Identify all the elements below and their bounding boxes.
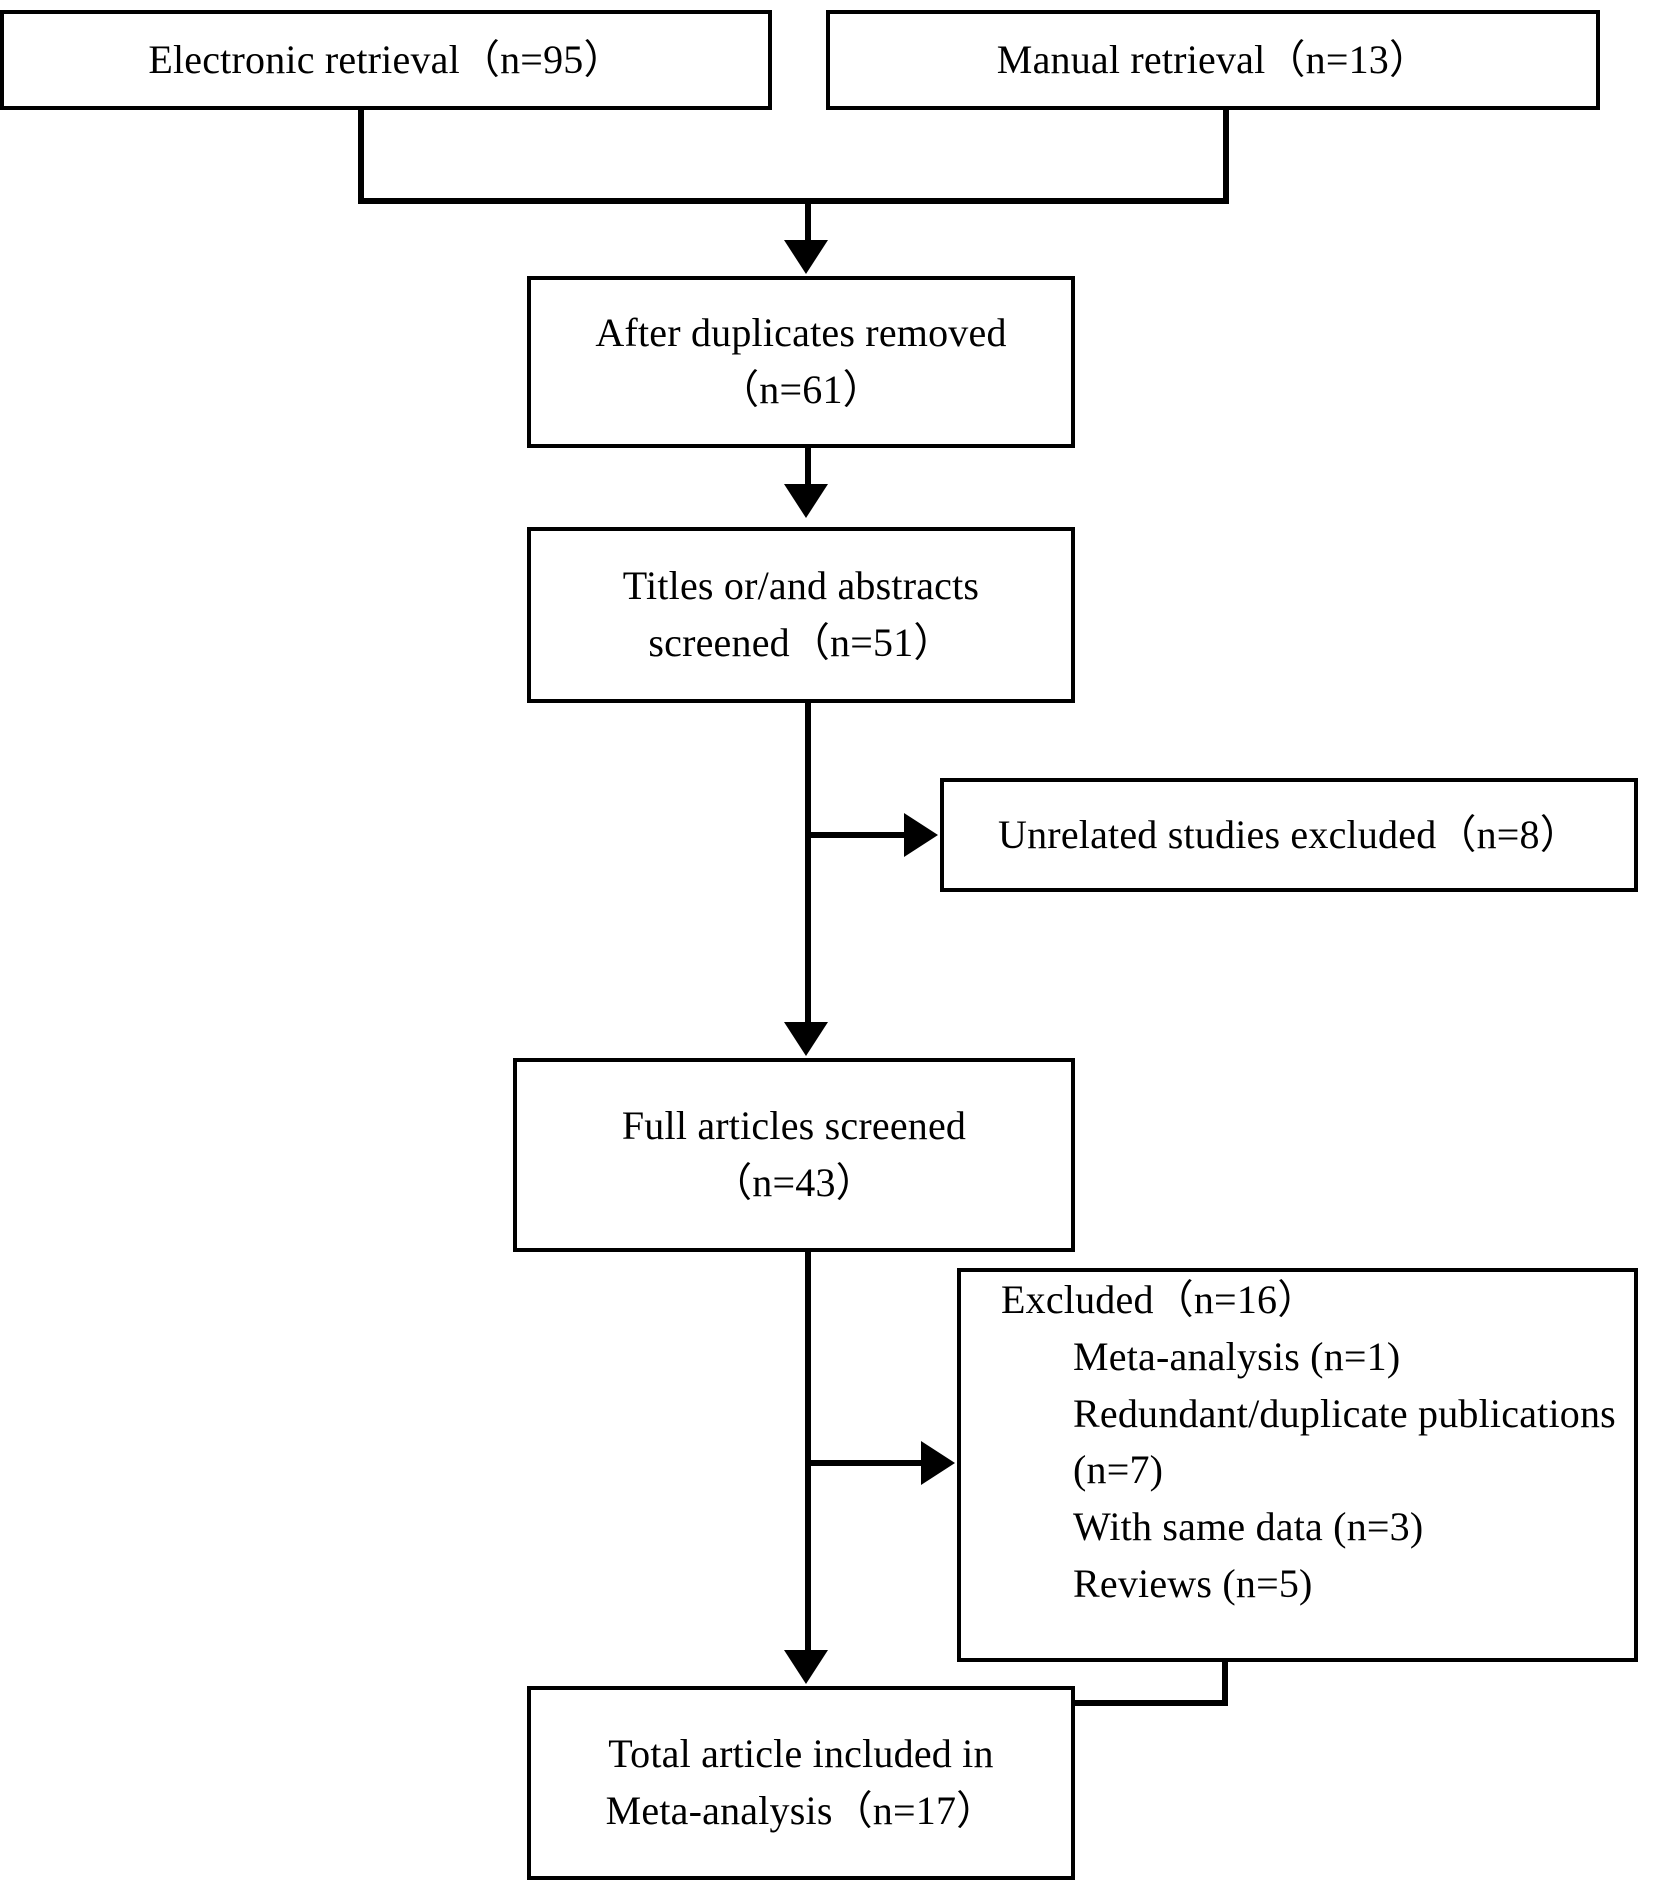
full-articles-line2: （n=43） <box>712 1160 876 1205</box>
excluded-meta-analysis-label: Meta-analysis (n=1) <box>1073 1333 1401 1379</box>
titles-abstracts-line2: screened（n=51） <box>648 620 954 665</box>
unrelated-excluded-label: Unrelated studies excluded（n=8） <box>998 811 1580 857</box>
manual-retrieval-label: Manual retrieval（n=13） <box>996 36 1430 82</box>
after-duplicates-line1: After duplicates removed <box>595 310 1007 356</box>
connector-merge-to-duplicates <box>805 198 811 242</box>
arrow-right-icon-to-excluded <box>921 1441 955 1485</box>
connector-full-articles-to-total <box>805 1252 811 1652</box>
excluded-total-label: Excluded（n=16） <box>1001 1277 1318 1322</box>
connector-excluded-return-horizontal <box>1075 1700 1228 1706</box>
arrow-down-icon-to-full-articles <box>784 1022 828 1056</box>
box-electronic-retrieval: Electronic retrieval（n=95） <box>0 10 772 110</box>
box-unrelated-studies-excluded: Unrelated studies excluded（n=8） <box>940 778 1638 892</box>
box-full-articles-screened: Full articles screened （n=43） <box>513 1058 1075 1252</box>
box-titles-abstracts-screened: Titles or/and abstracts screened（n=51） <box>527 527 1075 703</box>
arrow-down-icon-to-titles <box>784 484 828 518</box>
box-after-duplicates-removed: After duplicates removed （n=61） <box>527 276 1075 448</box>
total-included-line1: Total article included in <box>608 1731 994 1777</box>
excluded-redundant-duplicate-label: Redundant/duplicate publications <box>1073 1390 1616 1436</box>
connector-electronic-down <box>358 110 364 204</box>
total-included-line2: Meta-analysis（n=17） <box>605 1788 997 1833</box>
excluded-reviews-label: Reviews (n=5) <box>1073 1560 1313 1606</box>
arrow-down-icon-to-total <box>784 1650 828 1684</box>
after-duplicates-line2: （n=61） <box>719 367 883 412</box>
excluded-same-data-label: With same data (n=3) <box>1073 1504 1424 1550</box>
box-excluded-details: Excluded（n=16） Meta-analysis (n=1) Redun… <box>957 1268 1638 1662</box>
connector-merge-bar <box>358 198 1229 204</box>
titles-abstracts-line1: Titles or/and abstracts <box>622 563 980 609</box>
box-manual-retrieval: Manual retrieval（n=13） <box>826 10 1600 110</box>
connector-excluded-return-vertical <box>1222 1662 1228 1706</box>
electronic-retrieval-label: Electronic retrieval（n=95） <box>148 36 624 82</box>
box-total-article-included: Total article included in Meta-analysis（… <box>527 1686 1075 1880</box>
full-articles-line1: Full articles screened <box>621 1103 967 1149</box>
connector-duplicates-to-titles <box>805 448 811 486</box>
connector-manual-down <box>1223 110 1229 204</box>
excluded-redundant-duplicate-count: (n=7) <box>1073 1447 1164 1493</box>
connector-full-articles-to-excluded <box>805 1460 925 1466</box>
arrow-right-icon-to-unrelated <box>904 813 938 857</box>
connector-titles-to-full-articles <box>805 703 811 1025</box>
arrow-down-icon-to-duplicates <box>784 240 828 274</box>
connector-titles-to-unrelated <box>805 832 908 838</box>
